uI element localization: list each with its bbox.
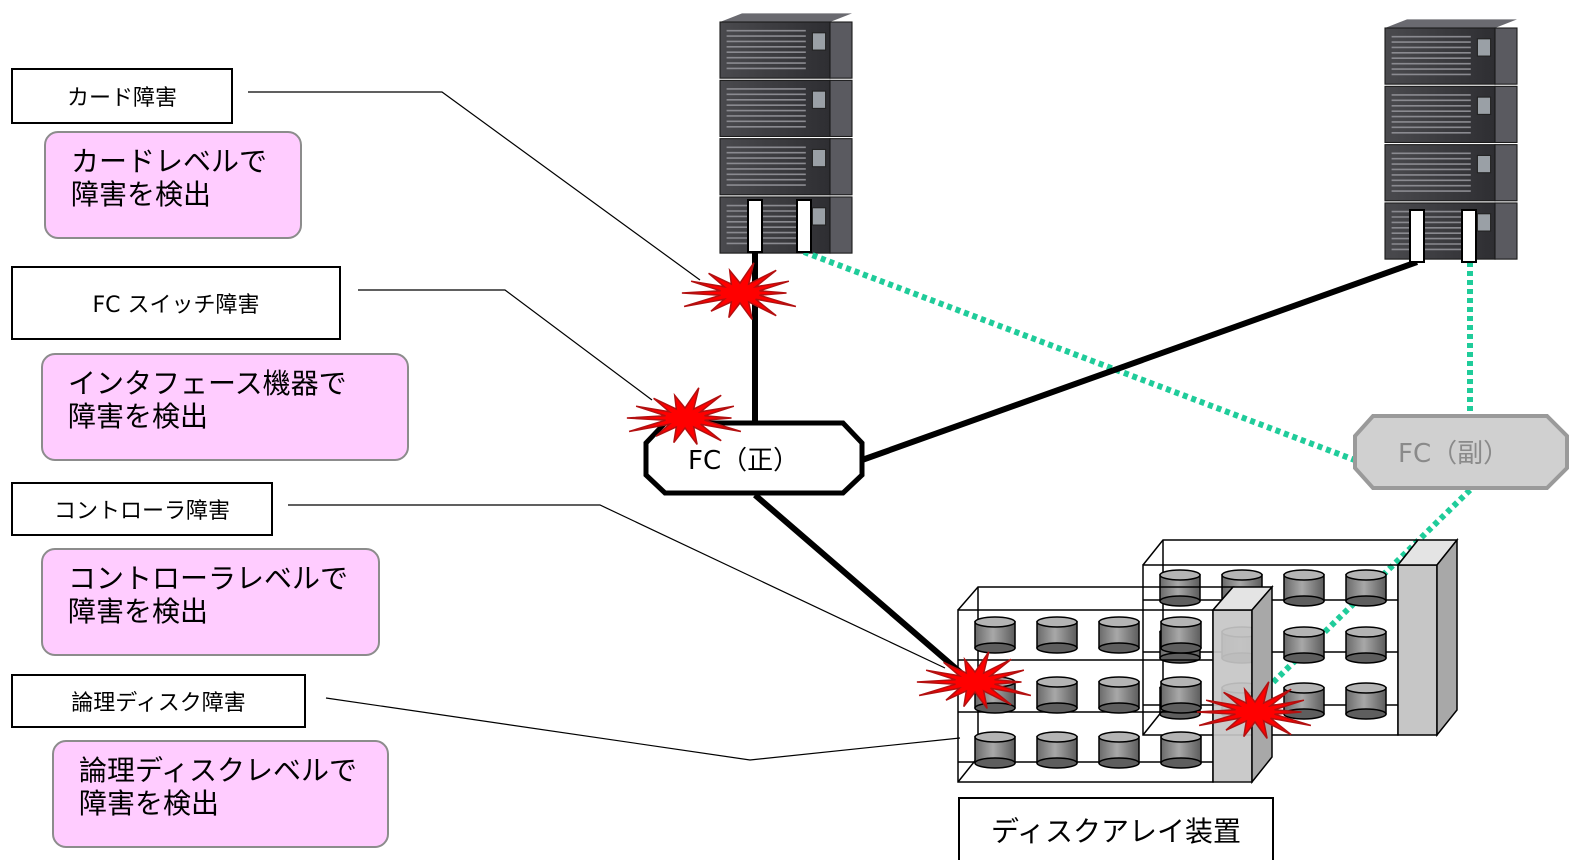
note-line: 障害を検出: [71, 178, 212, 211]
fc-secondary-label: FC（副）: [1398, 439, 1510, 469]
backup-path-lines: [802, 249, 1473, 703]
disk-array-icon: [957, 537, 1459, 785]
controller-detection-note: コントローラレベルで 障害を検出: [41, 548, 380, 656]
note-line: 障害を検出: [68, 595, 209, 628]
interface-detection-note: インタフェース機器で 障害を検出: [41, 353, 409, 461]
fc-switch-failure-label: FC スイッチ障害: [11, 266, 341, 340]
card-failure-label: カード障害: [11, 68, 233, 124]
controller-failure-label: コントローラ障害: [11, 482, 273, 536]
fc-primary-label: FC（正）: [688, 446, 800, 476]
disk-array-label: ディスクアレイ装置: [958, 797, 1274, 860]
logical-disk-detection-note: 論理ディスクレベルで 障害を検出: [52, 740, 389, 848]
note-line: 障害を検出: [79, 787, 220, 820]
primary-path-lines: [752, 250, 1419, 688]
failure-burst-icon: [1196, 681, 1312, 739]
note-line: インタフェース機器で: [68, 367, 347, 400]
fc-secondary-switch-shape: [1353, 414, 1569, 490]
failure-burst-icon: [916, 651, 1032, 709]
card-detection-note: カードレベルで 障害を検出: [44, 131, 302, 239]
failure-burst-icon: [681, 262, 797, 320]
logical-disk-failure-label: 論理ディスク障害: [11, 674, 306, 728]
server-icon: [1384, 19, 1518, 260]
fc-primary-switch-shape: [643, 420, 865, 496]
hba-port-icons: [747, 199, 1477, 263]
server-icon: [719, 13, 853, 254]
note-line: コントローラレベルで: [68, 562, 349, 595]
note-line: カードレベルで: [71, 145, 268, 178]
note-line: 論理ディスクレベルで: [79, 754, 358, 787]
leader-lines: [248, 91, 961, 761]
failure-burst-icon: [626, 387, 742, 445]
note-line: 障害を検出: [68, 400, 209, 433]
